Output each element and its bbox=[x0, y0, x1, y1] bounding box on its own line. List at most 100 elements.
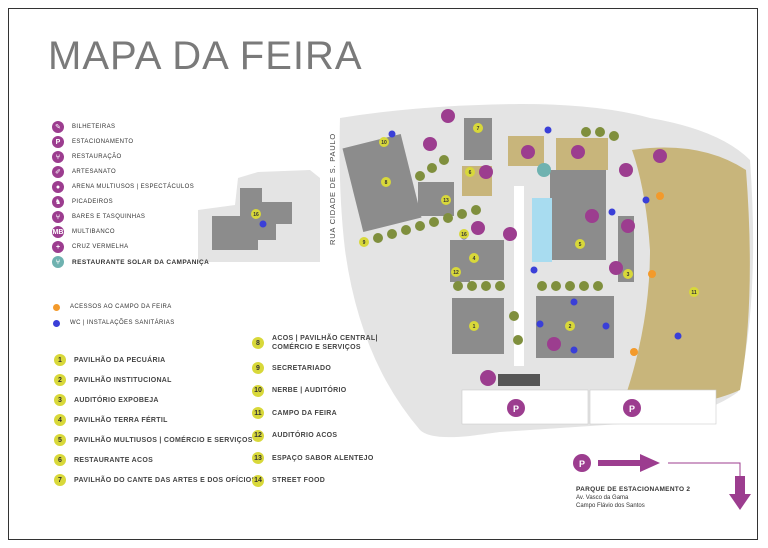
access-dots bbox=[630, 192, 664, 356]
microphone-icon: ● bbox=[52, 181, 64, 193]
number-badge: 5 bbox=[54, 434, 66, 446]
legend-label: PICADEIROS bbox=[72, 199, 114, 205]
road-label: RUA CIDADE DE S. PAULO bbox=[328, 132, 337, 245]
legend-item: ✎BILHETEIRAS bbox=[52, 120, 115, 134]
building-14-strip bbox=[498, 374, 540, 386]
numbered-item-label: PAVILHÃO DA PECUÁRIA bbox=[74, 356, 166, 364]
legend-item: ⑂ BARES E TASQUINHAS bbox=[52, 210, 145, 224]
map-markers bbox=[423, 109, 667, 417]
bar-icon: ⑂ bbox=[52, 211, 64, 223]
legend-item: + CRUZ VERMELHA bbox=[52, 240, 129, 254]
parking-info: PARQUE DE ESTACIONAMENTO 2 Av. Vasco da … bbox=[576, 486, 690, 509]
parking-location: Campo Flávio dos Santos bbox=[576, 503, 645, 509]
svg-text:8: 8 bbox=[385, 180, 388, 186]
numbered-item-1: 1 PAVILHÃO DA PECUÁRIA bbox=[54, 354, 165, 366]
numbered-item-label: SECRETARIADO bbox=[272, 364, 332, 372]
svg-text:5: 5 bbox=[579, 242, 582, 248]
numbered-item-11: 11 CAMPO DA FEIRA bbox=[252, 407, 337, 419]
legend-item: ⑂ Restaurante Solar da Campaniça bbox=[52, 255, 209, 269]
svg-text:P: P bbox=[513, 404, 519, 414]
numbered-item-label: AUDITÓRIO EXPOBEJA bbox=[74, 396, 159, 404]
svg-text:11: 11 bbox=[691, 290, 697, 296]
parking-grid bbox=[461, 389, 717, 425]
number-badge: 4 bbox=[54, 414, 66, 426]
svg-text:4: 4 bbox=[473, 256, 476, 262]
solar-restaurant-icon: ⑂ bbox=[52, 256, 64, 268]
number-badge: 6 bbox=[54, 454, 66, 466]
parking-icon: P bbox=[52, 136, 64, 148]
parking-route-line bbox=[668, 462, 741, 476]
number-badge: 1 bbox=[54, 354, 66, 366]
red-cross-icon: + bbox=[52, 241, 64, 253]
legend-label: BARES E TASQUINHAS bbox=[72, 214, 146, 220]
number-badge: 8 bbox=[252, 337, 264, 349]
legend-label: ESTACIONAMENTO bbox=[72, 139, 134, 145]
legend-item: MB MULTIBANCO bbox=[52, 225, 115, 239]
legend-label: ARTESANATO bbox=[72, 169, 117, 175]
legend-item: P ESTACIONAMENTO bbox=[52, 135, 133, 149]
corridor bbox=[514, 186, 524, 366]
page-title: MAPA DA FEIRA bbox=[48, 34, 363, 78]
svg-text:12: 12 bbox=[453, 270, 459, 276]
number-badge: 2 bbox=[54, 374, 66, 386]
legend-label: MULTIBANCO bbox=[72, 229, 115, 235]
parking-title: PARQUE DE ESTACIONAMENTO 2 bbox=[576, 486, 691, 493]
numbered-item-label: PAVILHÃO MULTIUSOS | COMÉRCIO E SERVIÇOS bbox=[74, 436, 253, 444]
numbered-item-2: 2 PAVILHÃO INSTITUCIONAL bbox=[54, 374, 172, 386]
svg-text:P: P bbox=[629, 404, 635, 414]
legend-item: ♞ PICADEIROS bbox=[52, 195, 113, 209]
legend-item: ✐ ARTESANATO bbox=[52, 165, 116, 179]
svg-text:6: 6 bbox=[469, 170, 472, 176]
legend-label: BILHETEIRAS bbox=[72, 124, 116, 130]
svg-text:16: 16 bbox=[461, 232, 467, 238]
numbered-item-label: ESPAÇO SABOR ALENTEJO bbox=[272, 454, 374, 462]
parking-arrow-right bbox=[598, 454, 660, 472]
dot-legend-label: ACESSOS AO CAMPO DA FEIRA bbox=[70, 304, 172, 310]
atm-icon: MB bbox=[52, 226, 64, 238]
craft-icon: ✐ bbox=[52, 166, 64, 178]
svg-text:9: 9 bbox=[363, 240, 366, 246]
legend-item: ⑂RESTAURAÇÃO bbox=[52, 150, 122, 164]
access-dot-icon bbox=[53, 303, 60, 311]
numbered-item-6: 6 RESTAURANTE ACOS bbox=[54, 454, 153, 466]
numbered-item-label: PAVILHÃO INSTITUCIONAL bbox=[74, 376, 172, 384]
number-badge: 12 bbox=[252, 429, 264, 442]
campo-da-feira bbox=[620, 147, 750, 412]
numbered-item-label: CAMPO DA FEIRA bbox=[272, 409, 337, 417]
numbered-item-label: PAVILHÃO TERRA FÉRTIL bbox=[74, 416, 168, 424]
dot-legend-item: ACESSOS AO CAMPO DA FEIRA bbox=[50, 300, 172, 314]
legend-label: ARENA MULTIUSOS | ESPECTÁCULOS bbox=[72, 184, 195, 190]
solar-restaurant-marker bbox=[537, 163, 551, 177]
dot-legend-item: WC | INSTALAÇÕES SANITÁRIAS bbox=[50, 316, 175, 330]
number-badge: 7 bbox=[54, 474, 66, 486]
parking-address: Av. Vasco da Gama bbox=[576, 495, 629, 501]
map-number-markers: 10 8 7 6 13 16 9 4 12 5 1 2 3 11 16 bbox=[251, 123, 699, 331]
numbered-item-label: STREET FOOD bbox=[272, 477, 326, 484]
number-badge: 9 bbox=[252, 362, 264, 374]
horse-icon: ♞ bbox=[52, 196, 64, 208]
legend-label: CRUZ VERMELHA bbox=[72, 244, 129, 250]
svg-text:10: 10 bbox=[381, 140, 387, 146]
legend-label: Restaurante Solar da Campaniça bbox=[72, 258, 210, 266]
map-frame bbox=[8, 8, 758, 540]
legend-item: ● ARENA MULTIUSOS | ESPECTÁCULOS bbox=[52, 180, 194, 194]
dot-legend-label: WC | INSTALAÇÕES SANITÁRIAS bbox=[70, 320, 175, 326]
svg-text:P: P bbox=[579, 459, 585, 469]
svg-text:1: 1 bbox=[473, 324, 476, 330]
svg-text:2: 2 bbox=[569, 324, 572, 330]
number-badge: 11 bbox=[252, 407, 264, 419]
wc-dot-icon bbox=[53, 319, 60, 327]
numbered-item-label: NERBE | AUDITÓRIO bbox=[272, 387, 347, 394]
svg-text:16: 16 bbox=[253, 212, 259, 218]
svg-text:3: 3 bbox=[627, 272, 630, 278]
svg-text:13: 13 bbox=[443, 198, 449, 204]
numbered-item-label: RESTAURANTE ACOS bbox=[74, 456, 154, 464]
trees bbox=[373, 127, 619, 345]
